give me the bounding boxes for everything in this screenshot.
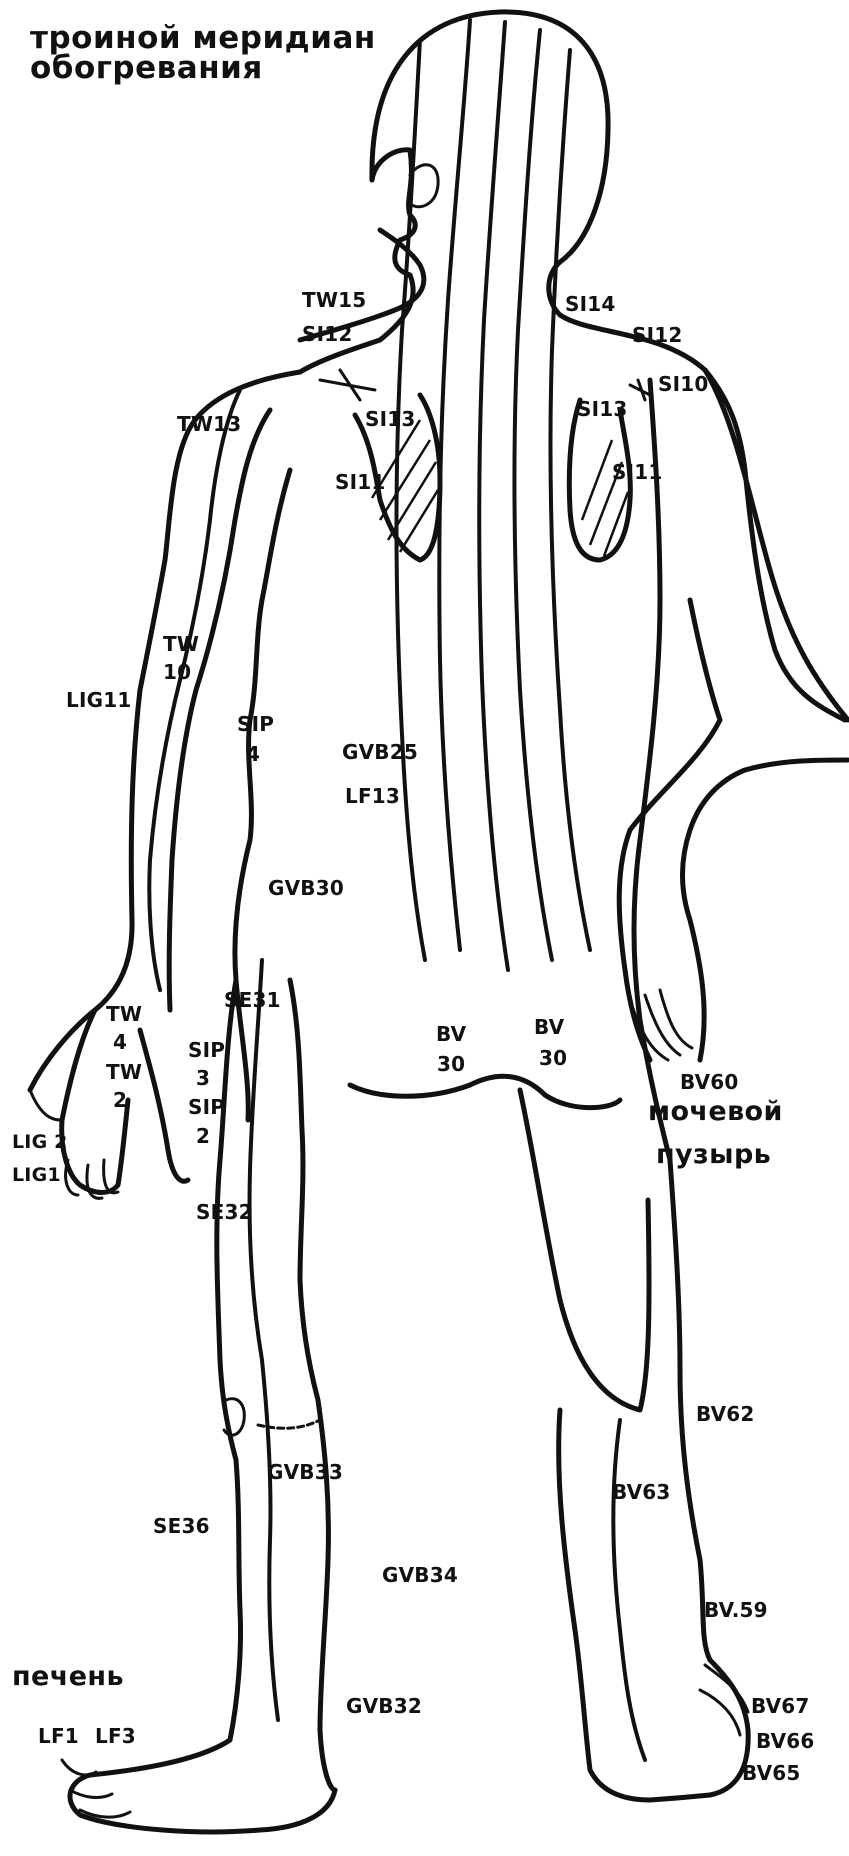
point-BV62: BV62 — [696, 1402, 755, 1426]
organ-bladder-line2: пузырь — [656, 1143, 771, 1167]
point-SI13-left: SI13 — [365, 407, 415, 431]
gluteal-line — [350, 1076, 620, 1107]
point-SIP3-num: 3 — [196, 1066, 210, 1090]
title-line-2: обогревания — [30, 52, 263, 84]
point-GVB33: GVB33 — [267, 1460, 343, 1484]
point-GVB32: GVB32 — [346, 1694, 422, 1718]
right-leg-channel — [613, 1420, 645, 1760]
point-BV30-right-top: BV — [534, 1015, 564, 1039]
point-BV66: BV66 — [756, 1729, 815, 1753]
point-GVB34: GVB34 — [382, 1563, 458, 1587]
point-GVB25: GVB25 — [342, 740, 418, 764]
point-SI14: SI14 — [565, 292, 615, 316]
point-SIP2-num: 2 — [196, 1124, 210, 1148]
point-SI10: SI10 — [658, 372, 708, 396]
point-SIP3-top: SIP — [188, 1038, 225, 1062]
point-SIP4-num: 4 — [246, 742, 260, 766]
right-thigh-inner — [520, 1090, 649, 1410]
point-BV30-left-num: 30 — [437, 1052, 465, 1076]
point-SIP2-top: SIP — [188, 1095, 225, 1119]
spine-line-3 — [514, 30, 552, 960]
point-SI13-right: SI13 — [577, 397, 627, 421]
point-TW2-top: TW — [106, 1060, 142, 1084]
point-SE32: SE32 — [196, 1200, 253, 1224]
point-SI11-right: SI11 — [612, 460, 662, 484]
point-SI12-left: SI12 — [302, 322, 352, 346]
torso-right — [634, 380, 670, 1160]
point-TW4-num: 4 — [113, 1030, 127, 1054]
point-TW10-top: TW — [163, 632, 199, 656]
point-TW4-top: TW — [106, 1002, 142, 1026]
left-leg-inner — [290, 980, 335, 1790]
point-LIG1: LIG1 — [12, 1163, 61, 1187]
right-leg-outer — [670, 1160, 748, 1795]
point-BV60: BV60 — [680, 1070, 739, 1094]
point-SI12-right: SI12 — [632, 323, 682, 347]
point-BV63: BV63 — [612, 1480, 671, 1504]
point-TW10-num: 10 — [163, 660, 191, 684]
point-SE31: SE31 — [224, 988, 281, 1012]
spine-line-2 — [479, 22, 508, 970]
point-GVB30: GVB30 — [268, 876, 344, 900]
point-LF3: LF3 — [95, 1724, 136, 1748]
point-BV59: BV.59 — [704, 1598, 768, 1622]
point-TW2-num: 2 — [113, 1088, 127, 1112]
torso-left — [235, 470, 290, 1120]
point-LIG11: LIG11 — [66, 688, 131, 712]
point-LF1: LF1 — [38, 1724, 79, 1748]
point-LF13: LF13 — [345, 784, 400, 808]
point-TW15: TW15 — [302, 288, 366, 312]
right-arm-upper — [705, 370, 848, 720]
organ-bladder-line1: мочевой — [648, 1100, 783, 1124]
spine-line-5 — [396, 40, 425, 960]
point-SI11-left: SI11 — [335, 470, 385, 494]
right-arm-lower — [683, 760, 849, 1060]
point-LIG2: LIG 2 — [12, 1130, 68, 1154]
left-leg-channel — [250, 960, 279, 1720]
spine-line-1 — [439, 20, 470, 950]
point-TW13: TW13 — [177, 412, 241, 436]
organ-liver: печень — [12, 1665, 124, 1689]
point-BV65: BV65 — [742, 1761, 801, 1785]
neck-cross-right — [630, 380, 650, 400]
neck-cross-left — [320, 370, 375, 400]
point-BV67: BV67 — [751, 1694, 810, 1718]
point-BV30-right-num: 30 — [539, 1046, 567, 1070]
point-BV30-left-top: BV — [436, 1022, 466, 1046]
point-SIP4-top: SIP — [237, 712, 274, 736]
left-arm-inner — [169, 410, 270, 1010]
point-SE36: SE36 — [153, 1514, 210, 1538]
